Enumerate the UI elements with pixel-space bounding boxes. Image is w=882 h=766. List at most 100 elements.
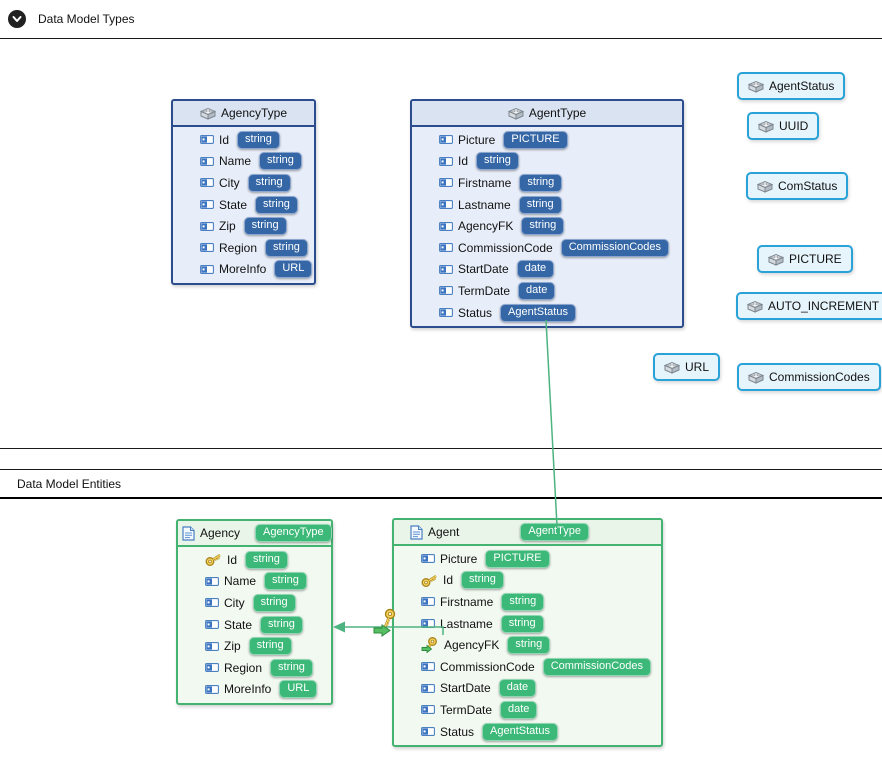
field-type-badge[interactable]: date	[518, 281, 556, 300]
type-package-icon	[507, 107, 524, 120]
type-chip-comstatus[interactable]: ComStatus	[746, 172, 849, 200]
field-row-picture[interactable]: Picture PICTURE	[394, 548, 661, 570]
type-chip-uuid[interactable]: UUID	[747, 112, 820, 140]
field-type-badge[interactable]: CommissionCodes	[560, 238, 670, 257]
field-name: CommissionCode	[440, 659, 535, 674]
field-icon	[421, 662, 435, 672]
field-name: Id	[443, 573, 454, 588]
type-chip-agentstatus[interactable]: AgentStatus	[737, 72, 846, 100]
type-chip-picture[interactable]: PICTURE	[757, 245, 853, 273]
field-name: City	[224, 595, 245, 610]
field-type-badge[interactable]: string	[476, 152, 519, 171]
field-type-badge[interactable]: string	[270, 658, 313, 677]
field-type-badge[interactable]: date	[498, 679, 537, 698]
field-name: CommissionCode	[458, 240, 553, 255]
field-type-badge[interactable]: string	[461, 571, 504, 590]
field-type-badge[interactable]: AgentStatus	[500, 303, 576, 322]
field-type-badge[interactable]: string	[260, 615, 303, 634]
field-row-agencyfk[interactable]: AgencyFK string	[394, 634, 661, 656]
field-icon	[200, 156, 214, 166]
field-type-badge[interactable]: string	[501, 592, 545, 611]
field-type-badge[interactable]: string	[519, 173, 563, 192]
field-type-badge[interactable]: string	[247, 173, 291, 192]
field-icon	[421, 683, 435, 693]
field-type-badge[interactable]: string	[518, 195, 562, 214]
type-box-header[interactable]: AgencyType	[173, 101, 314, 127]
field-type-badge[interactable]: URL	[274, 260, 313, 279]
field-row-id[interactable]: Id string	[394, 570, 661, 592]
type-chip-auto-increment[interactable]: AUTO_INCREMENT	[736, 292, 882, 320]
field-type-badge[interactable]: date	[500, 700, 538, 719]
field-type-badge[interactable]: date	[516, 260, 555, 279]
entity-box-header[interactable]: Agent AgentType	[394, 520, 661, 546]
entity-type-badge[interactable]: AgencyType	[255, 524, 332, 542]
primary-key-icon	[205, 552, 222, 567]
field-row-region[interactable]: Region string	[178, 657, 331, 679]
field-row-name[interactable]: Name string	[173, 151, 314, 173]
field-name: StartDate	[440, 681, 491, 696]
field-row-startdate[interactable]: StartDate date	[394, 678, 661, 700]
field-type-badge[interactable]: URL	[279, 680, 318, 699]
field-type-badge[interactable]: string	[521, 217, 565, 236]
field-name: Region	[224, 660, 263, 675]
type-chip-label: AgentStatus	[769, 79, 835, 93]
field-type-badge[interactable]: string	[259, 152, 302, 171]
field-type-badge[interactable]: string	[237, 130, 280, 149]
field-type-badge[interactable]: string	[265, 238, 308, 257]
field-type-badge[interactable]: PICTURE	[503, 130, 568, 149]
type-chip-url[interactable]: URL	[653, 353, 721, 381]
collapse-types-button[interactable]	[8, 10, 26, 28]
field-type-badge[interactable]: string	[245, 550, 288, 569]
type-package-icon	[664, 361, 680, 374]
field-type-badge[interactable]: CommissionCodes	[542, 657, 652, 676]
field-type-badge[interactable]: AgentStatus	[482, 722, 558, 741]
field-row-commissioncode[interactable]: CommissionCode CommissionCodes	[394, 656, 661, 678]
field-type-badge[interactable]: string	[248, 637, 292, 656]
field-type-badge[interactable]: string	[252, 593, 296, 612]
field-name: Picture	[440, 551, 478, 566]
entity-type-badge[interactable]: AgentType	[520, 523, 589, 541]
type-box-header[interactable]: AgentType	[412, 101, 682, 127]
field-icon	[205, 663, 219, 673]
field-name: AgencyFK	[444, 638, 500, 653]
field-row-commissioncode[interactable]: CommissionCode CommissionCodes	[412, 237, 682, 259]
entity-box-header[interactable]: Agency AgencyType	[178, 521, 332, 547]
field-type-badge[interactable]: string	[264, 572, 307, 591]
field-type-badge[interactable]: PICTURE	[485, 549, 550, 568]
field-type-badge[interactable]: string	[500, 614, 544, 633]
field-type-badge[interactable]: string	[507, 636, 551, 655]
field-type-badge[interactable]: string	[243, 217, 287, 236]
field-row-city[interactable]: City string	[178, 592, 331, 614]
entities-section-title: Data Model Entities	[17, 477, 122, 491]
field-name: Name	[219, 154, 252, 169]
type-chip-commissioncodes[interactable]: CommissionCodes	[737, 363, 881, 391]
field-type-badge[interactable]: string	[255, 195, 298, 214]
